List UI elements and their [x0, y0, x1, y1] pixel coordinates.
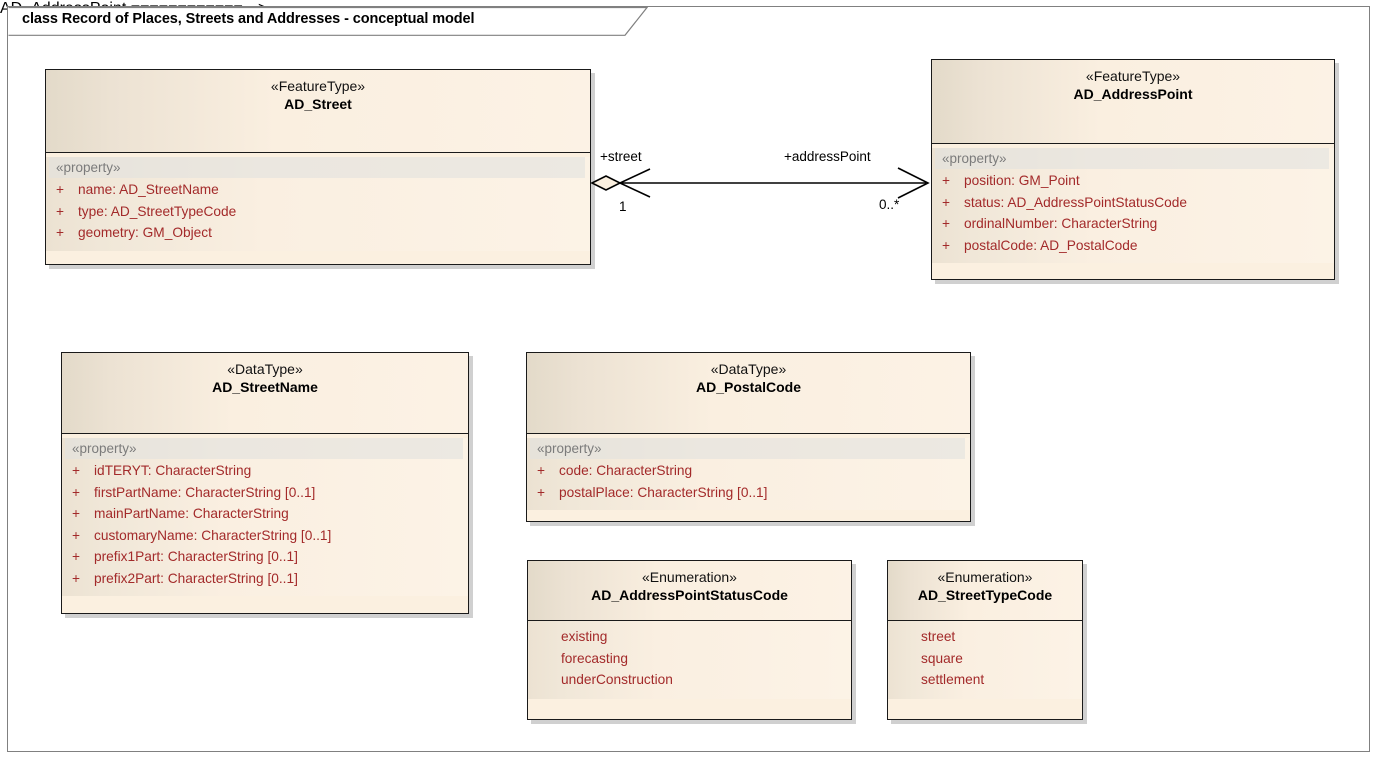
class-name-label: AD_AddressPoint	[1073, 86, 1193, 102]
attribute-row[interactable]: + geometry: GM_Object	[46, 222, 590, 244]
visibility-marker: +	[942, 173, 950, 188]
compartment-label: «property»	[65, 438, 463, 459]
enum-literals-ad-streettypecode: street square settlement	[888, 621, 1082, 699]
class-attributes-ad-streetname: «property» + idTERYT: CharacterString + fi…	[62, 438, 468, 596]
class-ad-streettypecode[interactable]: «Enumeration» AD_StreetTypeCode street s…	[887, 560, 1083, 720]
association-target-multiplicity: 0..*	[879, 197, 900, 212]
attribute-text: firstPartName: CharacterString [0..1]	[94, 484, 316, 500]
class-ad-addresspointstatuscode[interactable]: «Enumeration» AD_AddressPointStatusCode …	[527, 560, 852, 720]
class-name-label: AD_Street	[284, 96, 352, 112]
class-ad-streetname[interactable]: «DataType» AD_StreetName «property» + idT…	[61, 352, 469, 614]
class-header-ad-postalcode: «DataType» AD_PostalCode	[527, 353, 970, 434]
attribute-text: code: CharacterString	[559, 463, 693, 478]
attribute-row[interactable]: + code: CharacterString	[527, 460, 970, 482]
attribute-row[interactable]: + status: AD_AddressPointStatusCode	[932, 192, 1334, 214]
attribute-row[interactable]: + postalPlace: CharacterString [0..1]	[527, 482, 970, 504]
attribute-row[interactable]: + firstPartName: CharacterString [0..1]	[62, 482, 468, 504]
attribute-row[interactable]: + customaryName: CharacterString [0..1]	[62, 525, 468, 547]
class-ad-street[interactable]: «FeatureType» AD_Street «property» + name…	[45, 69, 591, 265]
attribute-text: postalPlace: CharacterString [0..1]	[559, 484, 768, 500]
attribute-row[interactable]: + name: AD_StreetName	[46, 179, 590, 201]
attribute-row[interactable]: + ordinalNumber: CharacterString	[932, 213, 1334, 235]
class-attributes-ad-street: «property» + name: AD_StreetName + type: A…	[46, 157, 590, 251]
attribute-text: status: AD_AddressPointStatusCode	[964, 194, 1187, 210]
class-ad-postalcode[interactable]: «DataType» AD_PostalCode «property» + cod…	[526, 352, 971, 522]
visibility-marker: +	[72, 463, 80, 478]
class-name-label: AD_AddressPointStatusCode	[591, 587, 788, 603]
enum-literals-ad-addresspointstatuscode: existing forecasting underConstruction	[528, 621, 851, 699]
class-ad-addresspoint[interactable]: «FeatureType» AD_AddressPoint «property»…	[931, 59, 1335, 280]
diagram-title: class Record of Places, Streets and Addr…	[22, 11, 475, 27]
visibility-marker: +	[72, 506, 80, 521]
class-name-label: AD_PostalCode	[695, 379, 802, 395]
stereotype-label: «DataType»	[710, 361, 787, 377]
attribute-row[interactable]: + prefix1Part: CharacterString [0..1]	[62, 546, 468, 568]
attribute-text: prefix1Part: CharacterString [0..1]	[94, 549, 298, 564]
stereotype-label: «DataType»	[227, 361, 303, 377]
attribute-text: name: AD_StreetName	[78, 182, 219, 197]
class-attributes-ad-addresspoint: «property» + position: GM_Point + status: …	[932, 148, 1334, 263]
visibility-marker: +	[56, 203, 64, 219]
stereotype-label: «Enumeration»	[937, 569, 1033, 585]
class-name-label: AD_StreetName	[212, 379, 318, 395]
attribute-row[interactable]: + postalCode: AD_PostalCode	[932, 235, 1334, 257]
compartment-label: «property»	[935, 148, 1329, 169]
attribute-text: geometry: GM_Object	[78, 225, 212, 240]
class-header-ad-addresspointstatuscode: «Enumeration» AD_AddressPointStatusCode	[528, 561, 851, 621]
association-source-role: +street	[600, 149, 642, 164]
attribute-text: mainPartName: CharacterString	[94, 506, 289, 521]
class-header-ad-streettypecode: «Enumeration» AD_StreetTypeCode	[888, 561, 1082, 621]
compartment-label: «property»	[49, 157, 585, 178]
stereotype-label: «Enumeration»	[642, 569, 737, 585]
attribute-text: ordinalNumber: CharacterString	[964, 216, 1158, 231]
visibility-marker: +	[942, 194, 950, 210]
visibility-marker: +	[537, 463, 545, 478]
attribute-text: prefix2Part: CharacterString [0..1]	[94, 570, 298, 586]
enum-literal[interactable]: square	[921, 650, 963, 666]
enum-literal[interactable]: forecasting	[561, 650, 628, 666]
visibility-marker: +	[942, 216, 950, 231]
class-attributes-ad-postalcode: «property» + code: CharacterString + posta…	[527, 438, 970, 510]
attribute-text: position: GM_Point	[964, 173, 1080, 188]
attribute-row[interactable]: + position: GM_Point	[932, 170, 1334, 192]
visibility-marker: +	[72, 527, 80, 543]
attribute-text: type: AD_StreetTypeCode	[78, 203, 237, 219]
compartment-label: «property»	[530, 438, 965, 459]
association-target-role: +addressPoint	[784, 149, 871, 164]
diagram-frame: class Record of Places, Streets and Addr…	[7, 6, 1370, 752]
enum-literal[interactable]: settlement	[921, 672, 985, 687]
enum-literal[interactable]: street	[921, 629, 956, 644]
attribute-text: idTERYT: CharacterString	[94, 463, 252, 478]
class-header-ad-street: «FeatureType» AD_Street	[46, 70, 590, 153]
attribute-row[interactable]: + type: AD_StreetTypeCode	[46, 201, 590, 223]
visibility-marker: +	[56, 182, 64, 197]
stereotype-label: «FeatureType»	[270, 78, 366, 94]
enum-literal[interactable]: underConstruction	[561, 672, 673, 687]
visibility-marker: +	[942, 237, 950, 253]
association-source-multiplicity: 1	[619, 199, 627, 214]
class-header-ad-streetname: «DataType» AD_StreetName	[62, 353, 468, 434]
attribute-row[interactable]: + idTERYT: CharacterString	[62, 460, 468, 482]
attribute-text: postalCode: AD_PostalCode	[964, 237, 1138, 253]
visibility-marker: +	[72, 549, 80, 564]
attribute-row[interactable]: + mainPartName: CharacterString	[62, 503, 468, 525]
stereotype-label: «FeatureType»	[1085, 68, 1181, 84]
visibility-marker: +	[537, 484, 545, 500]
attribute-text: customaryName: CharacterString [0..1]	[94, 527, 332, 543]
visibility-marker: +	[56, 225, 64, 240]
class-name-label: AD_StreetTypeCode	[917, 587, 1053, 603]
attribute-row[interactable]: + prefix2Part: CharacterString [0..1]	[62, 568, 468, 590]
enum-literal[interactable]: existing	[561, 629, 608, 644]
class-header-ad-addresspoint: «FeatureType» AD_AddressPoint	[932, 60, 1334, 144]
visibility-marker: +	[72, 570, 80, 586]
visibility-marker: +	[72, 484, 80, 500]
